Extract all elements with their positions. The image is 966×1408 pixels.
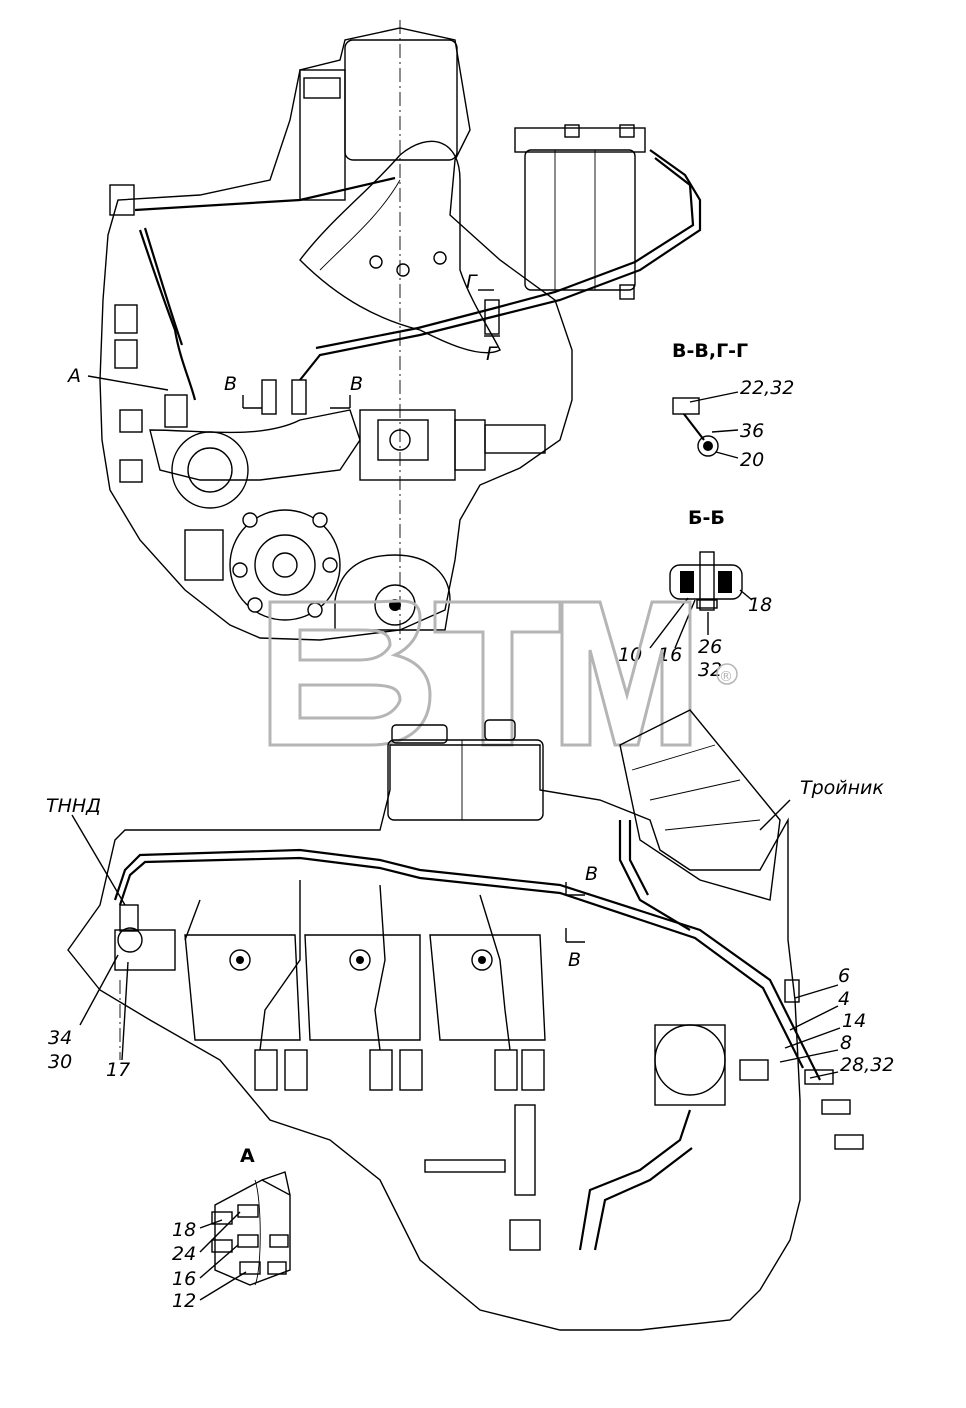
- label-22-32: 22,32: [740, 377, 794, 399]
- label-26-bb: 26: [698, 636, 722, 658]
- label-28-32: 28,32: [840, 1054, 894, 1076]
- label-32-bb: 32: [698, 659, 722, 681]
- tee-label: Тройник: [800, 777, 884, 799]
- label-20: 20: [740, 449, 764, 471]
- label-4: 4: [838, 988, 850, 1010]
- label-30: 30: [48, 1051, 72, 1073]
- tnnd-label: ТННД: [46, 795, 101, 817]
- section-mark-V-lower: В: [568, 949, 581, 971]
- label-36: 36: [740, 420, 764, 442]
- label-12-A: 12: [172, 1290, 196, 1312]
- label-8: 8: [840, 1032, 852, 1054]
- detail-A-drawing: [199, 1171, 291, 1301]
- section-bb-drawing: [649, 551, 753, 649]
- label-18-bb: 18: [748, 594, 772, 616]
- section-mark-V-left: В: [224, 373, 237, 395]
- label-24-A: 24: [172, 1243, 196, 1265]
- callout-A-label: А: [66, 365, 81, 387]
- label-6: 6: [838, 965, 850, 987]
- section-mark-G-top: Г: [466, 271, 478, 293]
- label-14: 14: [842, 1010, 866, 1032]
- section-vv-gg-drawing: [672, 391, 739, 459]
- label-34: 34: [48, 1027, 72, 1049]
- label-16-A: 16: [172, 1268, 196, 1290]
- section-vv-gg-title: В-В,Г-Г: [672, 340, 748, 362]
- label-18-A: 18: [172, 1219, 196, 1241]
- side-engine-view: [67, 709, 864, 1331]
- label-17: 17: [106, 1059, 130, 1081]
- top-engine-view: [87, 20, 702, 641]
- section-mark-G-bottom: Г: [486, 343, 498, 365]
- detail-A-title: А: [240, 1145, 255, 1167]
- btm-watermark: [268, 599, 738, 747]
- section-mark-V-upper: В: [585, 863, 598, 885]
- section-mark-V-right: В: [350, 373, 363, 395]
- section-bb-title: Б-Б: [688, 507, 725, 529]
- registered-mark: ®: [719, 669, 733, 685]
- label-16-bb: 16: [658, 644, 682, 666]
